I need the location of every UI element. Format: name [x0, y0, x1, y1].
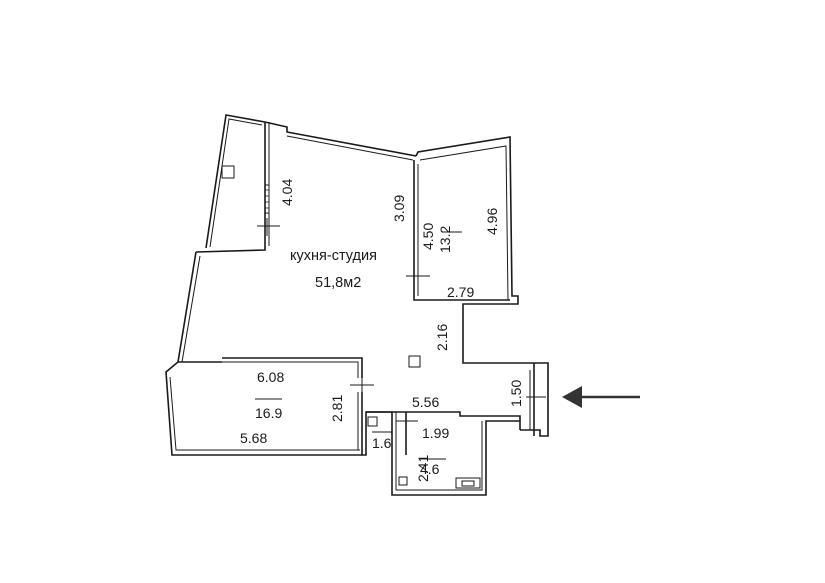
interior-walls — [178, 160, 535, 455]
entrance-arrow-icon — [562, 386, 640, 408]
bedroom-b-area-label: 16.9 — [255, 405, 282, 421]
dim-1-50: 1.50 — [508, 380, 524, 407]
wc-area-label: 1.6 — [372, 435, 392, 451]
dim-2-16: 2.16 — [434, 324, 450, 351]
wc-fixture-icon — [367, 416, 378, 427]
studio-area-label: 51,8м2 — [315, 275, 361, 291]
bedroom-a-area-label: 13.2 — [437, 226, 453, 253]
dim-2-81: 2.81 — [329, 395, 345, 422]
outer-walls — [165, 114, 549, 496]
bath-area-label: 4.6 — [420, 461, 440, 477]
balcony-column-icon — [221, 165, 235, 179]
column-icon — [408, 355, 421, 368]
dimension-ticks — [255, 218, 546, 460]
dim-4-04: 4.04 — [279, 179, 295, 206]
dim-1-99: 1.99 — [422, 425, 449, 441]
window-left — [264, 184, 270, 214]
dim-2-41: 2.41 — [415, 455, 431, 482]
bathtub-icon — [455, 477, 481, 489]
dim-5-56: 5.56 — [412, 394, 439, 410]
fixtures — [221, 165, 481, 489]
dim-2-79: 2.79 — [447, 284, 474, 300]
dim-4-96: 4.96 — [484, 208, 500, 235]
bath-fixture-icon — [398, 476, 408, 486]
dim-3-09: 3.09 — [391, 195, 407, 222]
dim-4-50: 4.50 — [420, 223, 436, 250]
studio-name-label: кухня-студия — [290, 248, 377, 264]
dim-5-68: 5.68 — [240, 430, 267, 446]
dim-6-08: 6.08 — [257, 369, 284, 385]
